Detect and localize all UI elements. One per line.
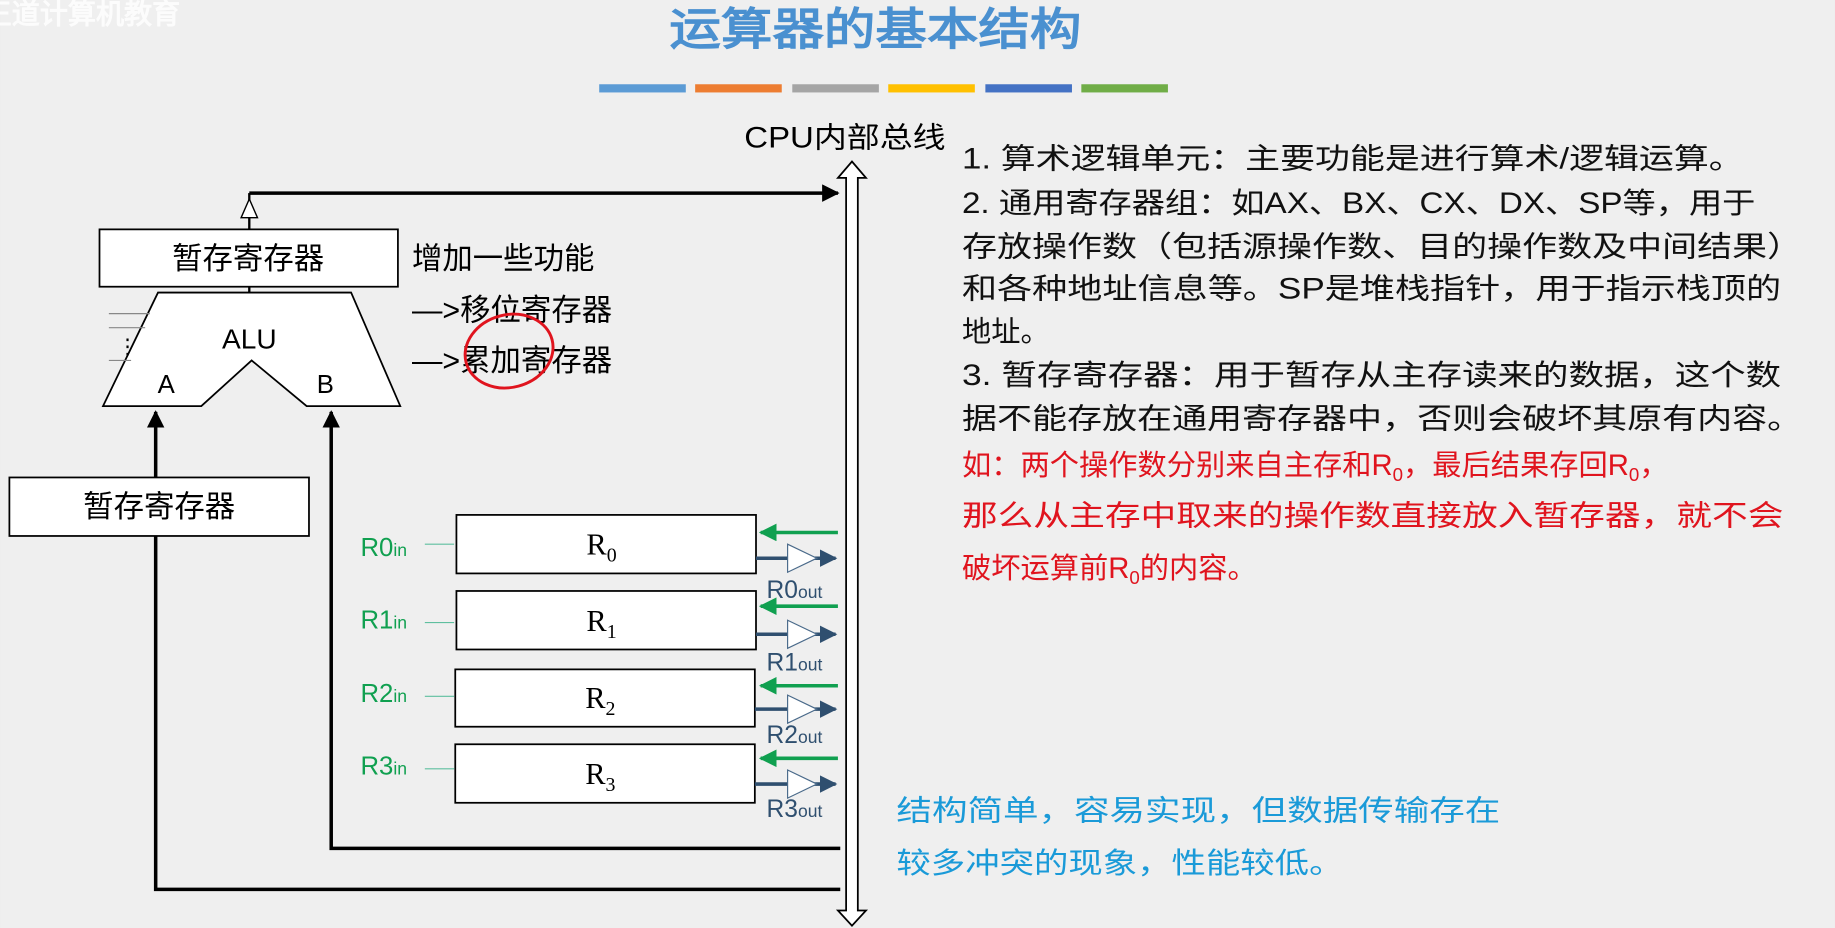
register-in-label: R1	[360, 606, 393, 634]
accent-bars	[599, 84, 1168, 93]
temp-register-bottom	[8, 476, 310, 537]
annotation-line: 增加一些功能	[412, 242, 594, 276]
accent-bar	[792, 84, 879, 93]
svg-text:R1: R1	[586, 604, 616, 643]
register-out-label: R2	[767, 722, 798, 749]
note-line: 据不能存放在通用寄存器中，否则会破坏其原有内容。	[962, 402, 1802, 435]
note-line: 存放操作数（包括源操作数、目的操作数及中间结果）	[962, 230, 1802, 263]
bus-label: CPU内部总线	[744, 121, 945, 154]
svg-text:R2in: R2in	[360, 680, 407, 708]
alu-label: ALU	[222, 324, 277, 355]
register-name: R	[585, 757, 606, 791]
example-line: 破坏运算前R0的内容。	[962, 552, 1257, 588]
register-in-suffix: in	[393, 686, 407, 706]
alu-input-b-label: B	[317, 371, 334, 399]
summary-line: 较多冲突的现象，性能较低。	[896, 847, 1343, 880]
accent-bar	[985, 84, 1072, 93]
svg-text:R2: R2	[585, 681, 615, 720]
note-line: 3. 暂存寄存器：用于暂存从主存读来的数据，这个数	[962, 359, 1781, 392]
svg-text:R3in: R3in	[360, 753, 407, 781]
register-name: R	[586, 528, 607, 562]
register-subscript: 0	[607, 545, 617, 567]
svg-text:R1in: R1in	[360, 606, 407, 634]
register-in-suffix: in	[393, 612, 407, 632]
svg-text:R3out: R3out	[767, 796, 823, 823]
tristate-buffer-icon	[787, 694, 819, 725]
temp-register-top-label: 暂存寄存器	[172, 242, 324, 276]
accent-bar	[695, 84, 782, 93]
svg-text:R0in: R0in	[360, 534, 407, 562]
summary-line: 结构简单，容易实现，但数据传输存在	[896, 794, 1500, 827]
note-line: 和各种地址信息等。SP是堆栈指针，用于指示栈顶的	[962, 272, 1781, 305]
accent-bar	[599, 84, 686, 93]
register-out-suffix: out	[798, 801, 823, 821]
svg-text:R3: R3	[585, 757, 615, 796]
example-line: 那么从主存中取来的操作数直接放入暂存器，就不会	[962, 499, 1784, 532]
red-example: 如：两个操作数分别来自主存和R0，最后结果存回R0， 那么从主存中取来的操作数直…	[962, 449, 1784, 588]
cpu-internal-bus	[835, 160, 869, 927]
annotation-line: —>移位寄存器	[412, 294, 612, 328]
alu-shape	[101, 291, 402, 407]
output-enable-triangle-icon	[240, 197, 259, 219]
register-in-label: R3	[360, 753, 393, 781]
example-line: 如：两个操作数分别来自主存和R0，最后结果存回R0，	[962, 449, 1669, 485]
tristate-buffer-icon	[787, 543, 819, 574]
register-out-suffix: out	[798, 727, 823, 747]
register-in-label: R2	[360, 680, 393, 708]
tristate-buffer-icon	[787, 769, 819, 800]
register-in-suffix: in	[393, 759, 407, 779]
register-subscript: 1	[607, 621, 617, 643]
alu-input-a-label: A	[158, 371, 176, 399]
annotation-line: —>累加寄存器	[412, 344, 612, 378]
register-r2: R2 R2in R2out	[360, 668, 838, 749]
ellipsis: ⋮	[117, 335, 138, 358]
register-name: R	[586, 604, 607, 638]
svg-text:R0: R0	[586, 528, 616, 567]
summary: 结构简单，容易实现，但数据传输存在 较多冲突的现象，性能较低。	[896, 794, 1500, 880]
svg-text:R2out: R2out	[767, 722, 823, 749]
note-line: 1. 算术逻辑单元：主要功能是进行算术/逻辑运算。	[962, 143, 1744, 176]
temp-register-bottom-label: 暂存寄存器	[83, 490, 235, 524]
note-line: 2. 通用寄存器组：如AX、BX、CX、DX、SP等，用于	[962, 187, 1755, 220]
register-out-label: R3	[767, 796, 798, 823]
svg-text:R0out: R0out	[767, 577, 823, 604]
register-out-label: R0	[767, 577, 798, 604]
register-name: R	[585, 681, 606, 715]
svg-text:R1out: R1out	[767, 650, 823, 677]
alu-control-lines	[108, 313, 150, 362]
register-out-label: R1	[767, 650, 798, 677]
red-circle-annotation	[463, 312, 555, 390]
datapath-diagram: CPU内部总线 暂存寄存器 ALU A B ⋮ 增加一些功能 —>移位寄存器 —…	[8, 121, 946, 927]
register-r0: R0 R0in R0out	[360, 514, 838, 604]
register-in-suffix: in	[393, 540, 407, 560]
register-out-suffix: out	[798, 655, 823, 675]
note-line: 地址。	[962, 316, 1050, 349]
register-r3: R3 R3in R3out	[360, 743, 838, 823]
register-subscript: 3	[606, 774, 616, 796]
notes: 1. 算术逻辑单元：主要功能是进行算术/逻辑运算。 2. 通用寄存器组：如AX、…	[962, 143, 1802, 436]
watermark: 王道计算机教育	[0, 0, 180, 29]
register-out-suffix: out	[798, 582, 823, 602]
register-in-label: R0	[360, 534, 393, 562]
register-subscript: 2	[606, 698, 616, 720]
accent-bar	[888, 84, 975, 93]
tristate-buffer-icon	[787, 619, 819, 650]
page-title: 运算器的基本结构	[669, 5, 1081, 54]
accent-bar	[1081, 84, 1168, 93]
register-r1: R1 R1in R1out	[360, 590, 838, 677]
